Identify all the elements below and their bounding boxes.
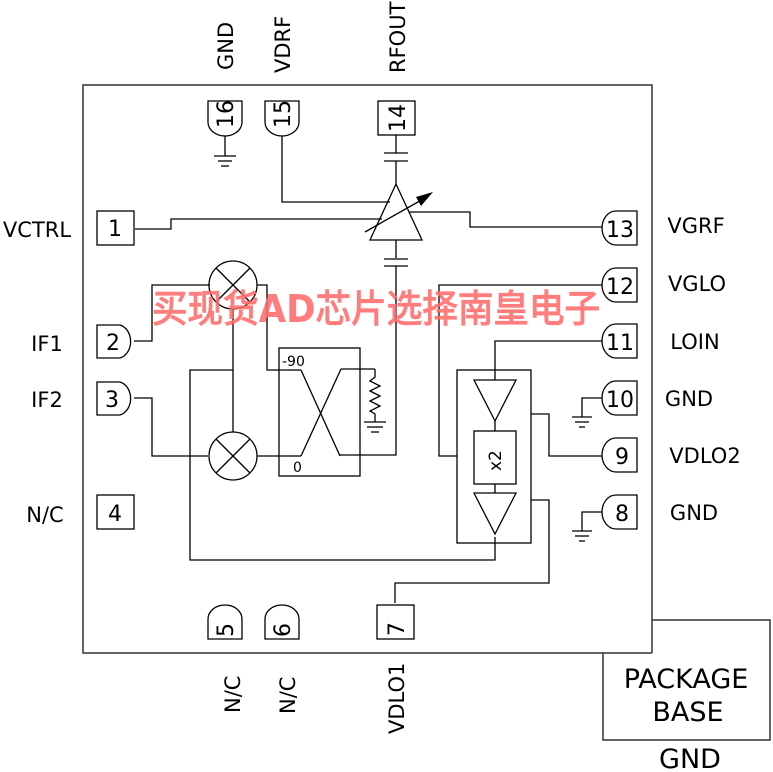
wire-vdlo1	[394, 499, 550, 603]
pin-11-label: LOIN	[670, 330, 719, 354]
svg-text:1: 1	[108, 217, 122, 242]
hybrid-port-minus90: -90	[282, 354, 305, 370]
pin-6-label: N/C	[276, 677, 300, 714]
hybrid-port-0: 0	[293, 460, 302, 476]
pin-3: 3	[96, 381, 132, 416]
pin-16: 16	[207, 100, 243, 167]
pin-12: 12	[601, 267, 638, 303]
pin-14: 14	[377, 100, 416, 136]
svg-text:12: 12	[606, 275, 634, 300]
pin-9: 9	[601, 437, 638, 473]
wire-vdrf	[281, 136, 390, 203]
wire-vdlo2	[531, 413, 602, 457]
pin-10: 10	[572, 380, 638, 428]
pin-4-label: N/C	[26, 503, 63, 527]
pin-13: 13	[601, 210, 638, 246]
pin-13-label: VGRF	[667, 214, 724, 238]
package-base-line2: BASE	[652, 697, 723, 728]
pin-9-label: VDLO2	[669, 444, 740, 468]
svg-text:10: 10	[606, 388, 634, 413]
svg-text:13: 13	[606, 218, 634, 243]
svg-text:2: 2	[106, 331, 120, 356]
pin-16-label: GND	[214, 22, 238, 70]
watermark-text: 买现货AD芯片选择南皇电子	[152, 287, 600, 331]
pin-1-label: VCTRL	[3, 218, 71, 242]
wire-loin	[494, 340, 602, 380]
pin-12-label: VGLO	[668, 272, 726, 296]
mixer-bottom	[208, 431, 258, 481]
pin-10-label: GND	[665, 387, 713, 411]
wire-vglo	[438, 284, 602, 457]
wire-lo-feed	[189, 369, 496, 561]
wire-vctrl	[135, 218, 382, 230]
pin-14-label: RFOUT	[386, 1, 410, 73]
svg-text:16: 16	[214, 100, 239, 128]
wire-hybrid-output	[340, 266, 397, 456]
svg-text:14: 14	[386, 104, 411, 132]
svg-text:11: 11	[606, 331, 634, 356]
pin-2: 2	[96, 324, 132, 359]
svg-text:7: 7	[385, 622, 410, 636]
pin-6: 6	[264, 604, 300, 640]
multiplier-x2: x2	[473, 430, 517, 485]
lo-amplifier-2	[472, 492, 518, 536]
pin-2-label: IF1	[31, 332, 63, 356]
pin-8-label: GND	[670, 501, 718, 525]
svg-text:9: 9	[615, 445, 629, 470]
pin-8: 8	[572, 494, 638, 542]
pin-4: 4	[96, 494, 135, 530]
svg-text:5: 5	[214, 623, 239, 637]
package-base-line1: PACKAGE	[624, 664, 749, 695]
pin-5: 5	[207, 604, 243, 640]
wire-vgrf	[409, 211, 602, 228]
pin-7-label: VDLO1	[385, 663, 409, 734]
svg-text:6: 6	[271, 623, 296, 637]
pin-11: 11	[601, 323, 638, 359]
lo-amplifier-1	[472, 379, 518, 423]
wire-if1	[134, 284, 210, 342]
svg-text:8: 8	[615, 502, 629, 527]
pin-7: 7	[376, 604, 415, 640]
svg-text:4: 4	[108, 502, 122, 527]
package-base-gnd: GND	[659, 744, 721, 772]
pin-3-label: IF2	[31, 388, 63, 412]
pin-5-label: N/C	[221, 676, 245, 713]
package-outline	[82, 84, 771, 741]
svg-text:3: 3	[105, 388, 119, 413]
pin-15-label: VDRF	[271, 16, 295, 73]
wire-if2	[134, 397, 208, 457]
svg-text:15: 15	[271, 100, 296, 128]
pin-15: 15	[264, 100, 300, 137]
svg-text:x2: x2	[486, 450, 506, 471]
quadrature-hybrid	[278, 347, 386, 477]
pin-1: 1	[96, 210, 135, 246]
